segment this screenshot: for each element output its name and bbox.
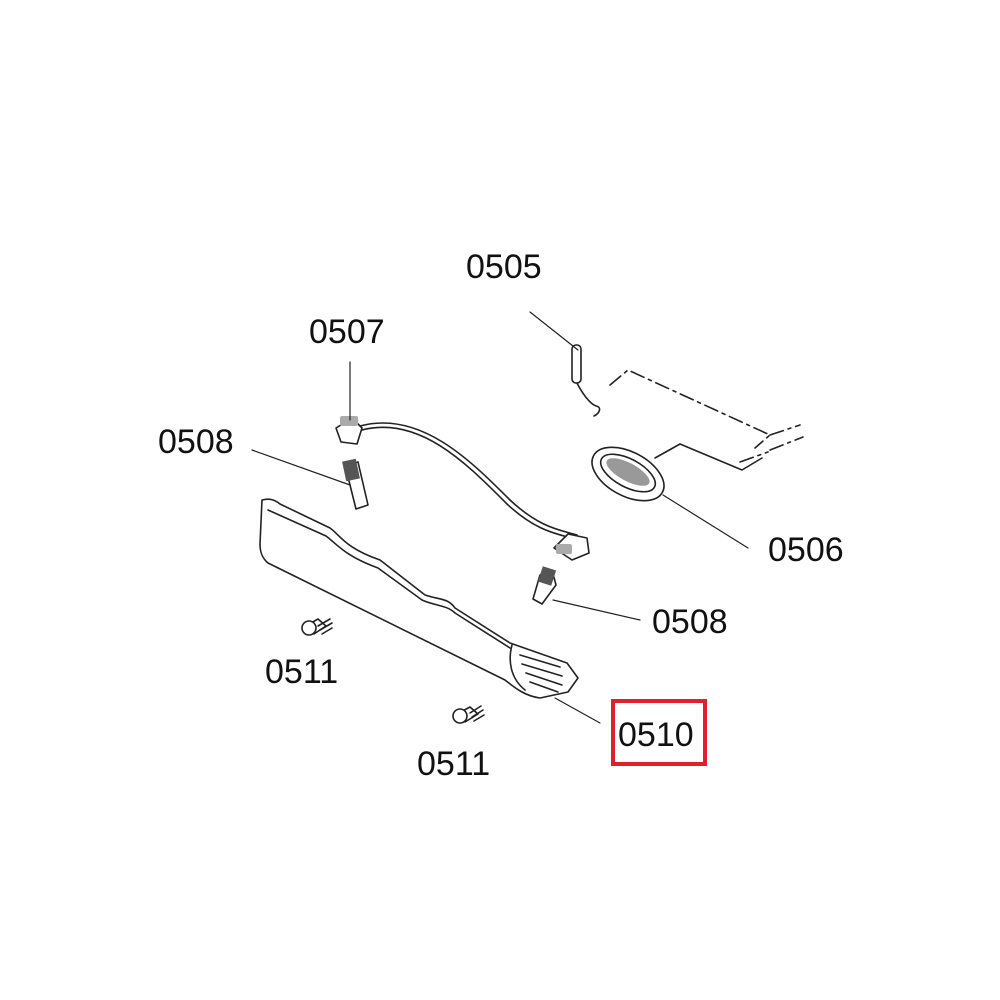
part-0508-bulb-upper (342, 458, 369, 510)
housing-edge (654, 443, 763, 471)
part-label-0511-lower: 0511 (417, 745, 491, 783)
part-0508-bulb-lower (532, 566, 557, 605)
part-label-0505: 0505 (466, 248, 542, 286)
part-label-0511-upper: 0511 (265, 653, 339, 691)
part-label-0510: 0510 (618, 716, 694, 754)
part-label-0507: 0507 (309, 313, 385, 351)
part-0510-lamp-cover (259, 498, 579, 699)
part-0505-sensor (571, 344, 601, 417)
part-label-0508-upper: 0508 (158, 423, 234, 461)
part-0511-screw-lower (452, 705, 485, 724)
part-label-0508-lower: 0508 (652, 603, 728, 641)
part-0506-grommet (591, 446, 665, 502)
housing-outline (609, 369, 804, 463)
part-label-0506: 0506 (768, 531, 844, 569)
part-0511-screw-upper (301, 618, 333, 636)
part-0507-lamp-cable (335, 416, 590, 561)
leader-lines (251, 311, 749, 724)
highlight-box-0510 (611, 699, 707, 766)
